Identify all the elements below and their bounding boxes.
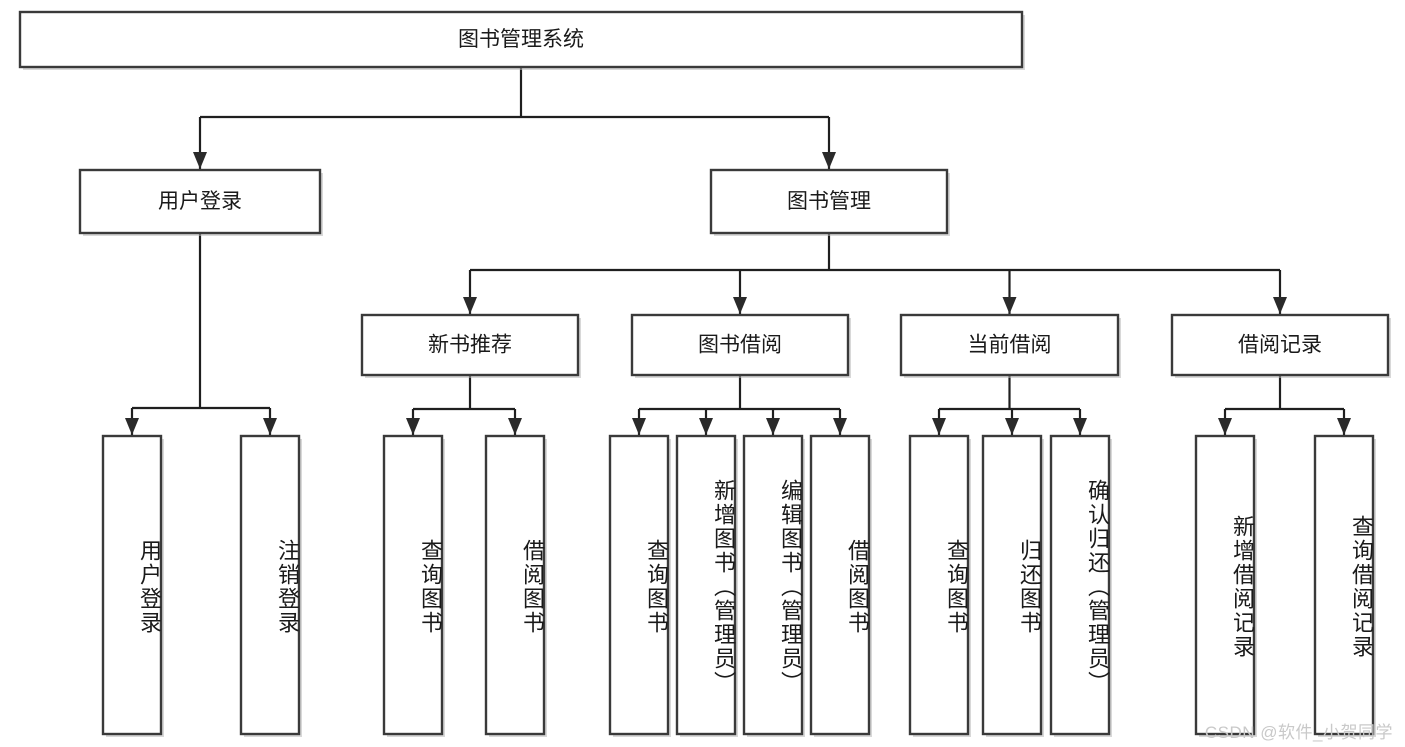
node-book-borrow-label: 图书借阅 [698,334,782,357]
leaf-leaf-add-record[interactable] [1194,434,1256,736]
arrow-head-icon [733,297,747,314]
leaf-leaf-query-book-rec[interactable] [382,434,444,736]
arrow-head-icon [1073,418,1087,435]
node-book-manage-label: 图书管理 [787,190,871,213]
node-current-borrow-label: 当前借阅 [968,334,1052,357]
leaf-leaf-query-book-cur[interactable] [908,434,970,736]
leaf-leaf-user-login[interactable] [101,434,163,736]
node-borrow-record[interactable] [1170,313,1390,377]
arrow-head-icon [833,418,847,435]
arrow-head-icon [822,152,836,169]
arrow-head-icon [125,418,139,435]
leaf-leaf-query-record[interactable] [1313,434,1375,736]
node-boxes [18,10,1391,737]
watermark: CSDN @软件_小贺同学 [1204,723,1393,742]
arrow-head-icon [699,418,713,435]
node-current-borrow[interactable] [899,313,1120,377]
leaf-leaf-add-book[interactable] [675,434,737,736]
arrow-head-icon [463,297,477,314]
node-new-book-rec-label: 新书推荐 [428,334,512,357]
arrow-head-icon [1005,418,1019,435]
arrow-head-icon [766,418,780,435]
arrow-head-icon [406,418,420,435]
arrow-head-icon [1273,297,1287,314]
node-user-login[interactable] [78,168,322,235]
leaf-leaf-logout[interactable] [239,434,301,736]
node-root-label: 图书管理系统 [458,28,584,51]
node-new-book-rec[interactable] [360,313,580,377]
arrow-head-icon [1337,418,1351,435]
arrow-head-icon [1002,297,1017,314]
arrow-head-icon [263,418,277,435]
node-user-login-label: 用户登录 [158,190,242,213]
leaf-leaf-edit-book[interactable] [742,434,804,736]
node-book-manage[interactable] [709,168,949,235]
arrow-head-icon [1218,418,1232,435]
leaf-leaf-confirm-return[interactable] [1049,434,1111,736]
node-book-borrow[interactable] [630,313,850,377]
arrow-head-icon [632,418,646,435]
arrow-head-icon [508,418,522,435]
leaf-leaf-borrow-book[interactable] [809,434,871,736]
arrow-head-icon [932,418,946,435]
leaf-leaf-return-book[interactable] [981,434,1043,736]
node-root[interactable] [18,10,1024,69]
arrow-head-icon [193,152,207,169]
node-borrow-record-label: 借阅记录 [1238,334,1322,357]
connector-edges [125,67,1351,435]
leaf-leaf-query-book[interactable] [608,434,670,736]
leaf-leaf-borrow-book-rec[interactable] [484,434,546,736]
